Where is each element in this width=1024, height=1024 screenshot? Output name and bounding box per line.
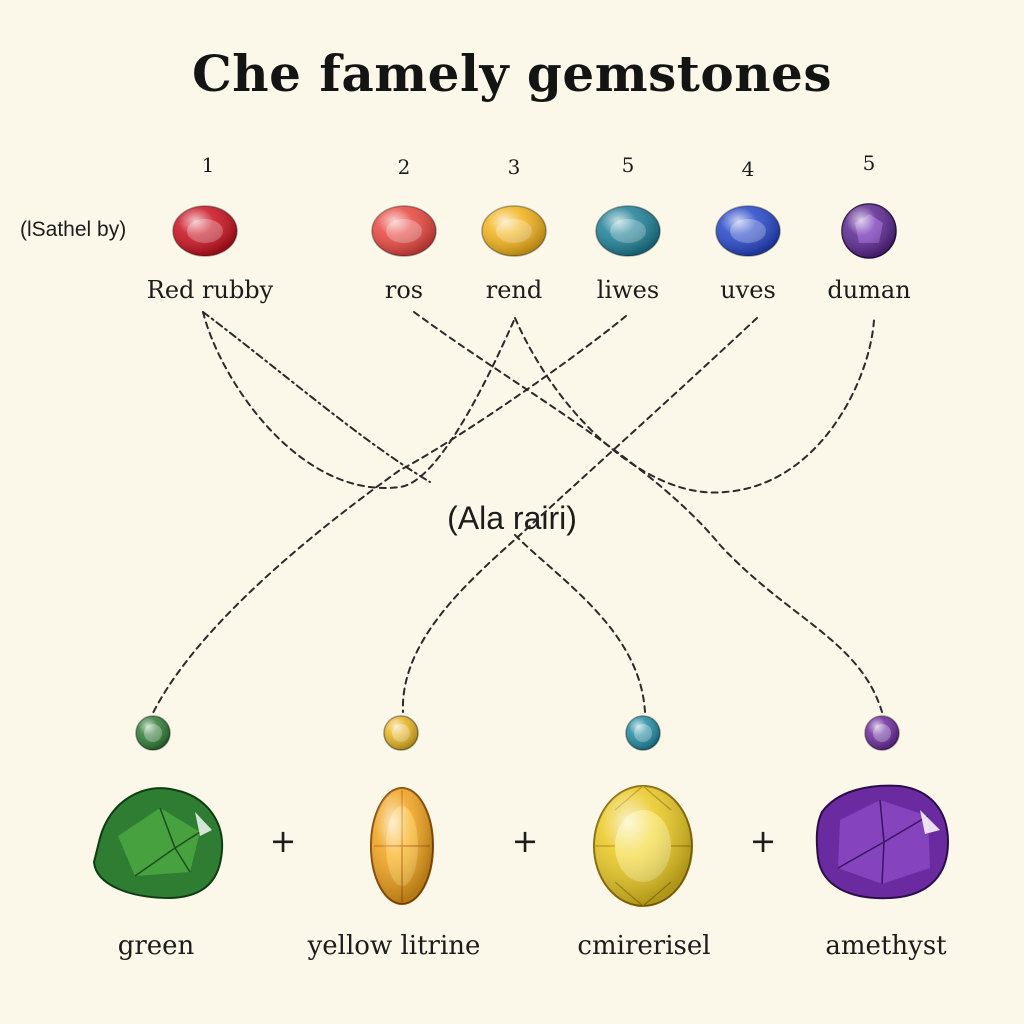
gem-label: Red rubby — [147, 276, 274, 304]
plus-sign: + — [511, 822, 539, 860]
gem-number: 5 — [622, 153, 635, 177]
gem-label: liwes — [597, 276, 659, 304]
gem-number: 5 — [863, 151, 876, 175]
gem-number: 4 — [742, 157, 755, 181]
yellow-oval-gem-icon — [481, 205, 547, 257]
marquise-citrine-gem-icon — [370, 787, 434, 905]
connector-line — [514, 317, 875, 494]
gem-label: duman — [827, 276, 910, 304]
gem-number: 2 — [398, 155, 411, 179]
connector-line — [152, 315, 627, 714]
gem-number: 3 — [508, 155, 521, 179]
connector-lines — [152, 311, 883, 714]
red-oval-gem-icon — [172, 205, 238, 257]
yellow-small-gem-icon — [383, 715, 419, 751]
gem-label: amethyst — [825, 931, 947, 961]
gem-label: green — [118, 931, 195, 961]
connector-line — [413, 311, 883, 713]
gem-label: yellow litrine — [307, 931, 481, 961]
purple-small-gem-icon — [864, 715, 900, 751]
connector-line — [514, 534, 646, 713]
connector-line — [202, 311, 516, 489]
diagram-title: Che famely gemstones — [191, 44, 833, 103]
plus-sign: + — [749, 822, 777, 860]
teal-small-gem-icon — [625, 715, 661, 751]
green-cushion-gem-icon — [92, 787, 224, 900]
connector-line — [202, 311, 431, 483]
gem-number: 1 — [202, 153, 215, 177]
purple-round-gem-icon — [841, 203, 897, 259]
gem-label: cmirerisel — [577, 931, 710, 961]
connector-line — [401, 317, 758, 713]
plus-sign: + — [269, 822, 297, 860]
red-oval-gem-icon — [371, 205, 437, 257]
side-label: (lSathel by) — [20, 218, 127, 241]
purple-cushion-gem-icon — [815, 784, 950, 900]
gem-layer — [92, 203, 950, 907]
center-label: (Ala rairi) — [447, 500, 577, 536]
gem-label: uves — [720, 276, 776, 304]
yellow-oval-gem-icon — [593, 785, 693, 907]
green-small-gem-icon — [135, 715, 171, 751]
gem-label: rend — [486, 276, 543, 304]
teal-oval-gem-icon — [595, 205, 661, 257]
gem-label: ros — [385, 276, 423, 304]
blue-oval-gem-icon — [715, 205, 781, 257]
